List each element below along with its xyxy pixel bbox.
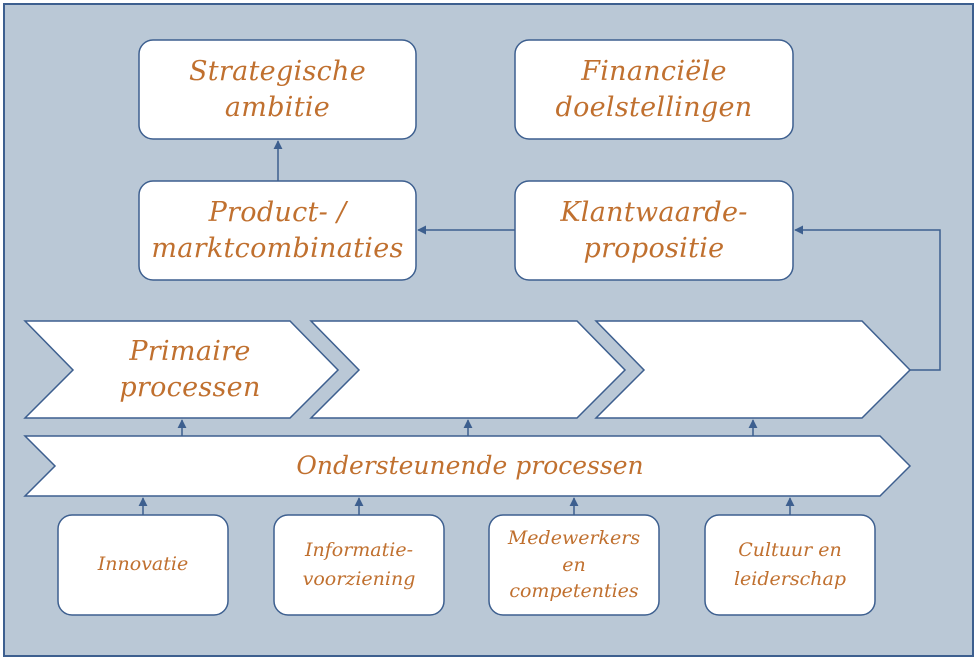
primary-process-chevron-1	[23, 320, 340, 419]
innovation-label: Innovatie	[97, 553, 189, 576]
support-processes-bar	[23, 435, 912, 497]
strategic-ambition-label: Strategische ambitie	[188, 56, 367, 123]
financial-goals-box	[514, 39, 794, 140]
strategic-ambition-box	[138, 39, 417, 140]
chevron-3-label	[655, 321, 865, 418]
arrow-process-to-customer	[794, 225, 941, 371]
support-processes-label: Ondersteunende processen	[296, 450, 644, 480]
employees-label: Medewerkers en competenties	[507, 527, 641, 603]
financial-goals-label: Financiële doelstellingen	[555, 56, 753, 123]
connectors	[138, 140, 941, 515]
primary-process-chevron-2	[309, 320, 627, 419]
information-label: Informatie- voorziening	[302, 538, 416, 590]
primary-process-chevron-3	[594, 320, 912, 419]
product-market-label: Product- / marktcombinaties	[151, 197, 404, 264]
customer-value-label: Klantwaarde- propositie	[560, 197, 748, 264]
primary-processes-label: Primaire processen	[119, 336, 261, 403]
chevron-2-label	[370, 321, 580, 418]
culture-label: Cultuur en leiderschap	[733, 538, 846, 590]
